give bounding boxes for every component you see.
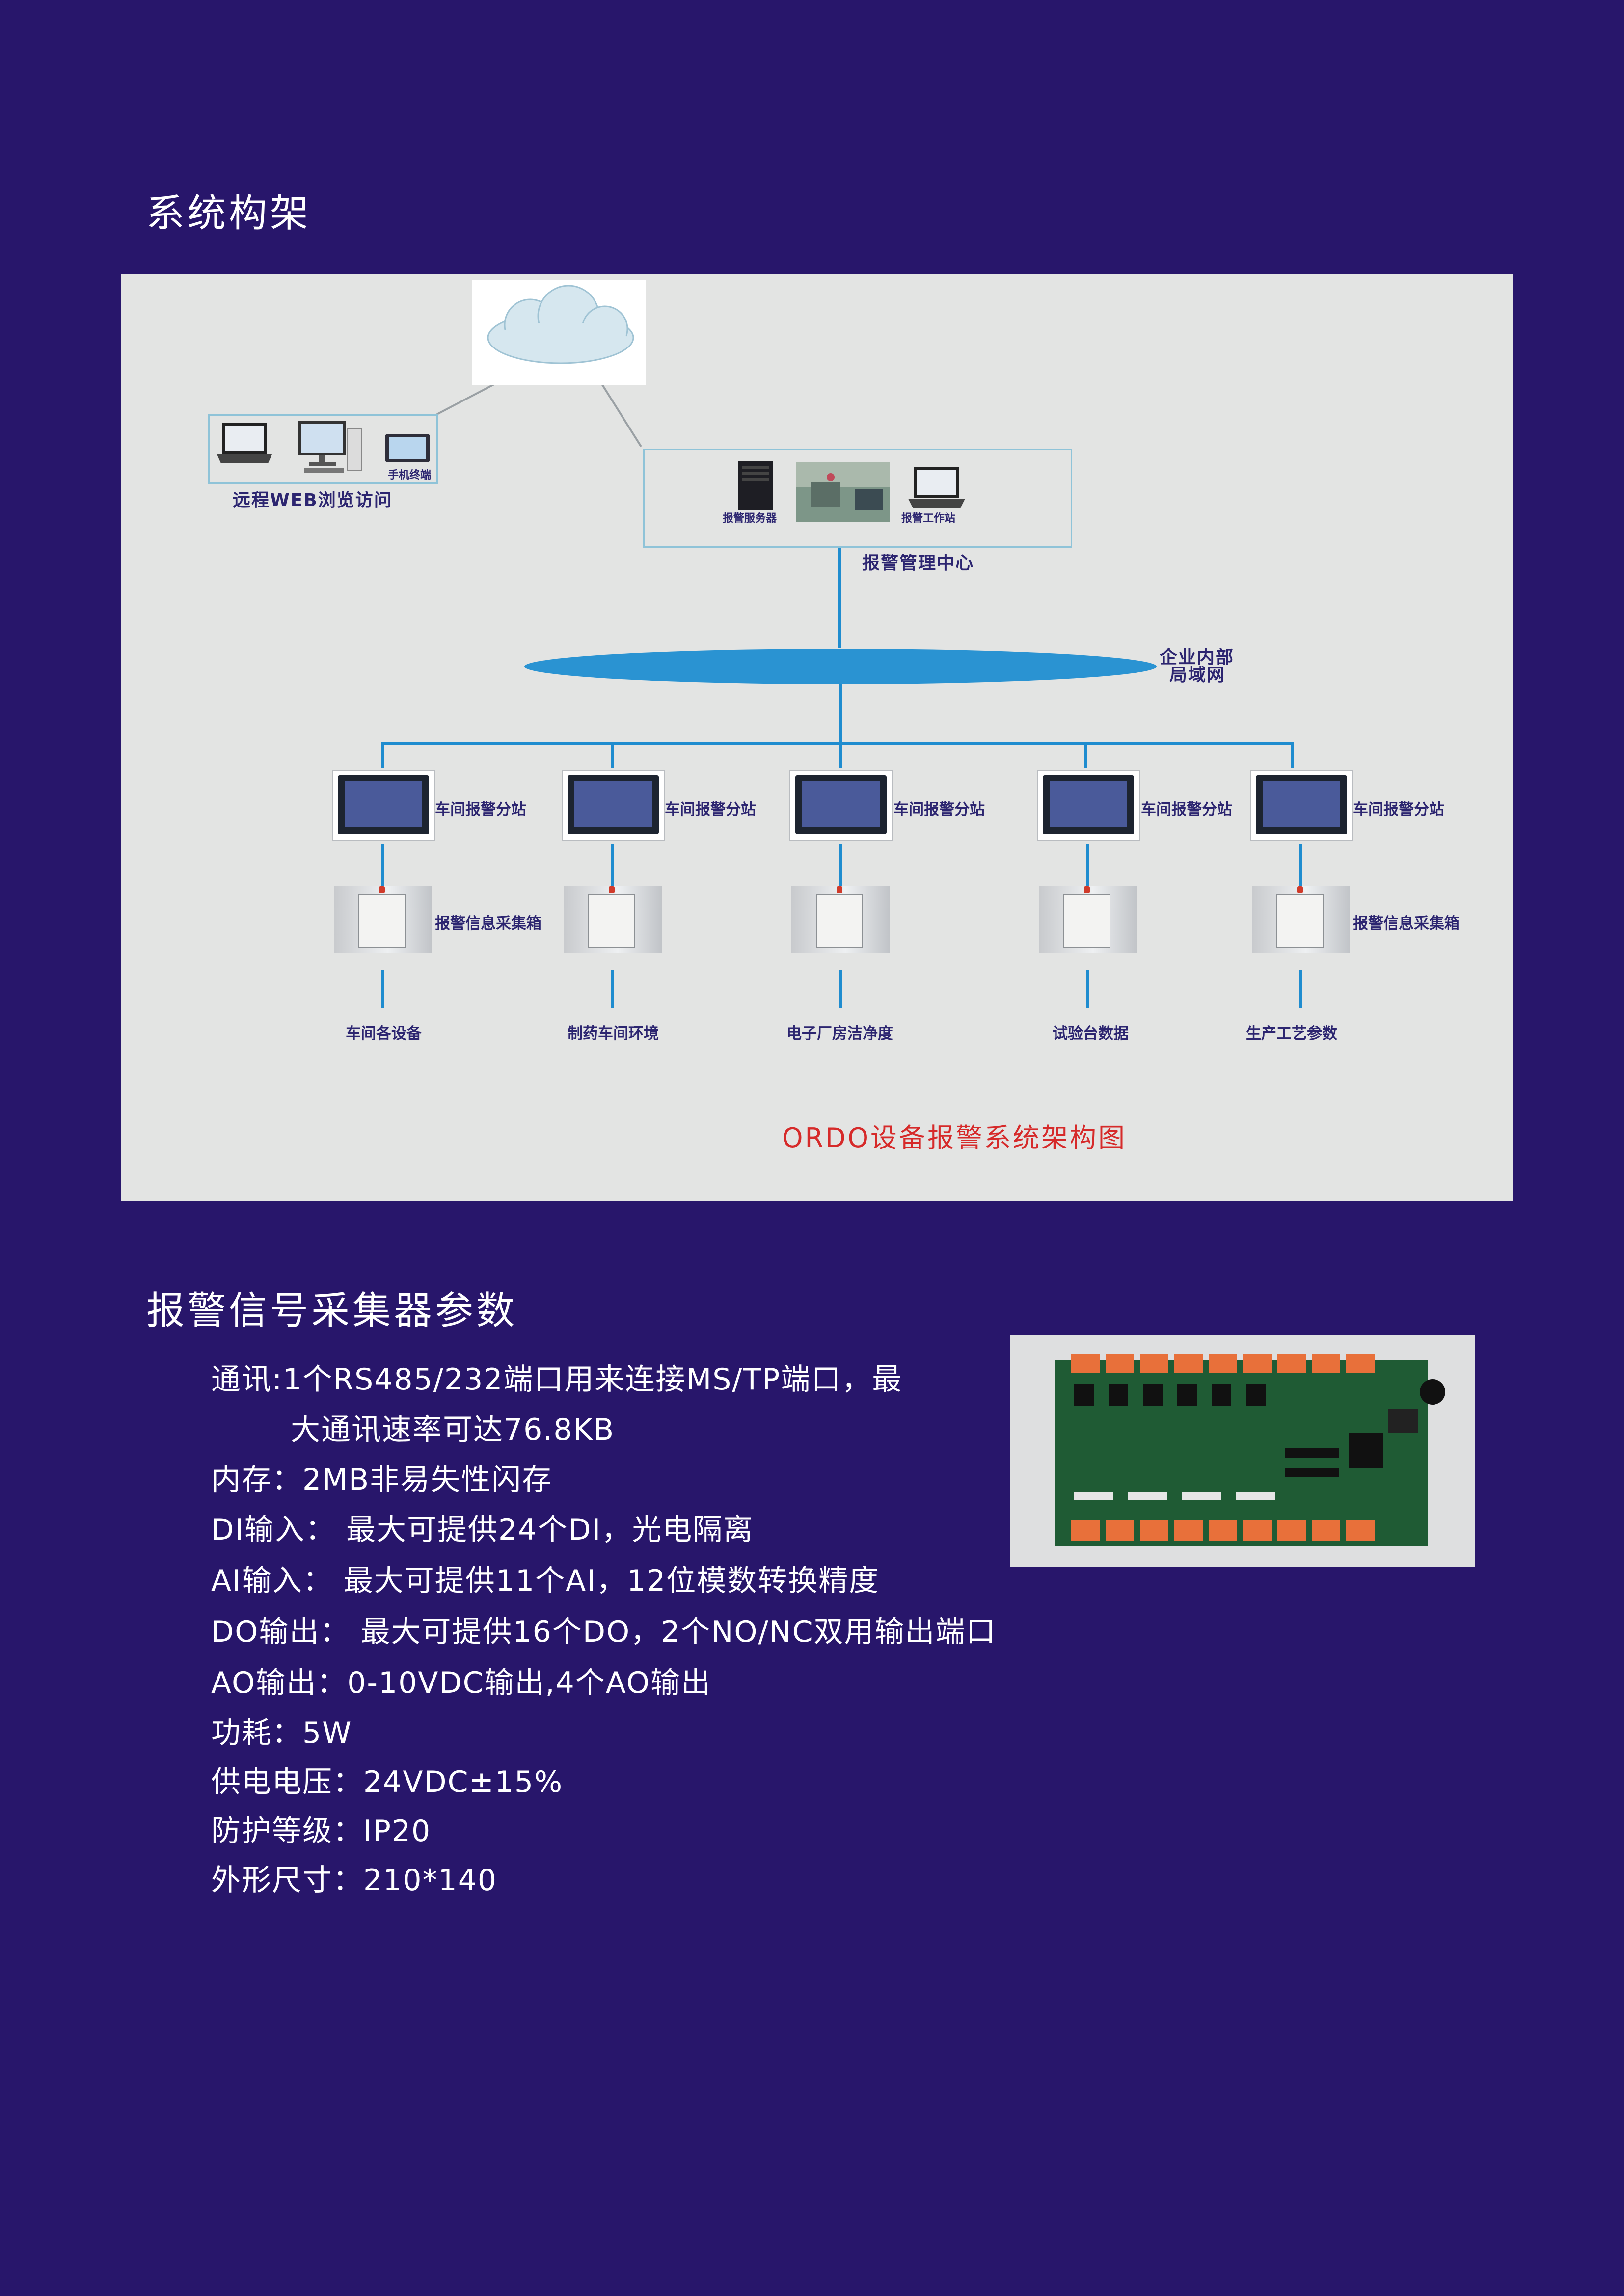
section-title-collector-params: 报警信号采集器参数 [146,1289,518,1333]
cloud-icon [487,285,634,364]
workstation-laptop-icon [908,467,965,508]
lan-label-line1: 企业内部 [1160,647,1235,667]
alarm-center-label: 报警管理中心 [862,553,974,573]
station-panel-3 [789,770,893,841]
station-label-2: 车间报警分站 [665,801,756,819]
spec-size: 外形尺寸：210*140 [211,1863,498,1897]
mobile-terminal-icon [385,434,430,462]
spec-ao: AO输出：0-10VDC输出,4个AO输出 [211,1666,711,1700]
circuit-board-image [1055,1354,1445,1546]
spec-ai: AI输入： 最大可提供11个AI，12位模数转换精度 [211,1564,880,1598]
control-room-photo [796,462,890,522]
source-label-2: 制药车间环境 [568,1025,659,1042]
diagram-connectors [381,369,1302,1008]
spec-communication-line1: 通讯:1个RS485/232端口用来连接MS/TP端口，最 [211,1362,903,1397]
collector-box-2 [564,886,662,953]
architecture-diagram: 手机终端 远程WEB浏览访问 报警服务器 报警工作站 报警管理中心 企业内部 局… [121,274,1513,1201]
collector-box-1 [334,886,432,953]
server-icon [738,461,773,510]
spec-communication-line2: 大通讯速率可达76.8KB [291,1413,615,1447]
station-panel-2 [562,770,665,841]
collector-board-photo [1010,1335,1475,1567]
alarm-center-group [643,449,1072,548]
remote-web-label: 远程WEB浏览访问 [233,490,393,510]
source-label-3: 电子厂房洁净度 [786,1025,893,1042]
lan-ellipse [524,649,1157,684]
laptop-icon [217,423,272,463]
spec-memory: 内存：2MB非易失性闪存 [211,1463,553,1497]
alarm-workstation-label: 报警工作站 [901,512,956,525]
station-panel-4 [1037,770,1140,841]
spec-do: DO输出： 最大可提供16个DO，2个NO/NC双用输出端口 [211,1615,997,1649]
lan-label-line2: 局域网 [1169,665,1226,685]
station-label-1: 车间报警分站 [435,801,526,819]
source-label-4: 试验台数据 [1053,1025,1129,1042]
phone-terminal-label: 手机终端 [388,469,432,481]
collector-box-3 [791,886,890,953]
source-label-1: 车间各设备 [346,1025,422,1042]
station-panel-1 [332,770,435,841]
remote-access-group [208,414,438,484]
spec-power: 功耗：5W [211,1716,352,1750]
collector-label-1: 报警信息采集箱 [435,915,541,933]
collector-label-5: 报警信息采集箱 [1353,915,1460,933]
spec-di: DI输入： 最大可提供24个DI，光电隔离 [211,1513,754,1547]
section-title-architecture: 系统构架 [146,191,312,236]
alarm-server-label: 报警服务器 [723,512,777,525]
spec-voltage: 供电电压：24VDC±15% [211,1765,564,1799]
station-panel-5 [1250,770,1353,841]
diagram-title: ORDO设备报警系统架构图 [782,1122,1127,1153]
bus-line [381,742,1294,768]
station-label-5: 车间报警分站 [1353,801,1444,819]
cloud-internet [472,280,646,385]
station-label-3: 车间报警分站 [893,801,985,819]
collector-box-4 [1039,886,1137,953]
station-label-4: 车间报警分站 [1141,801,1232,819]
desktop-pc-icon [298,421,362,473]
collector-box-5 [1252,886,1350,953]
source-label-5: 生产工艺参数 [1246,1025,1337,1042]
spec-protection: 防护等级：IP20 [211,1814,432,1848]
